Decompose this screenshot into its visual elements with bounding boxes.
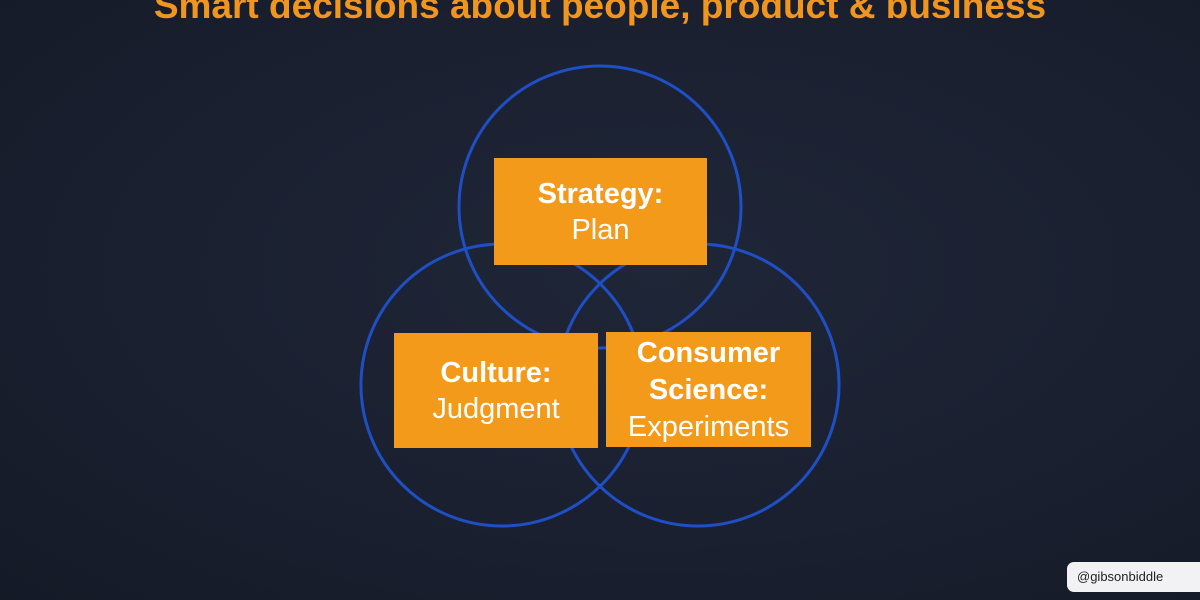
author-handle-badge: @gibsonbiddle [1067,562,1200,592]
strategy-subtext: Plan [571,213,630,246]
slide-title: Smart decisions about people, product & … [153,0,1047,26]
strategy-heading: Strategy: [537,177,664,210]
consumer-heading-line1: Consumer [636,337,781,369]
culture-box: Culture: Judgment [394,333,598,448]
strategy-box: Strategy: Plan [494,158,707,265]
consumer-subtext: Experiments [627,411,790,443]
culture-subtext: Judgment [432,392,560,425]
consumer-heading-line2: Science: [648,374,769,406]
consumer-science-box: Consumer Science: Experiments [606,332,811,447]
culture-heading: Culture: [440,356,552,389]
strategy-circle [457,64,743,350]
